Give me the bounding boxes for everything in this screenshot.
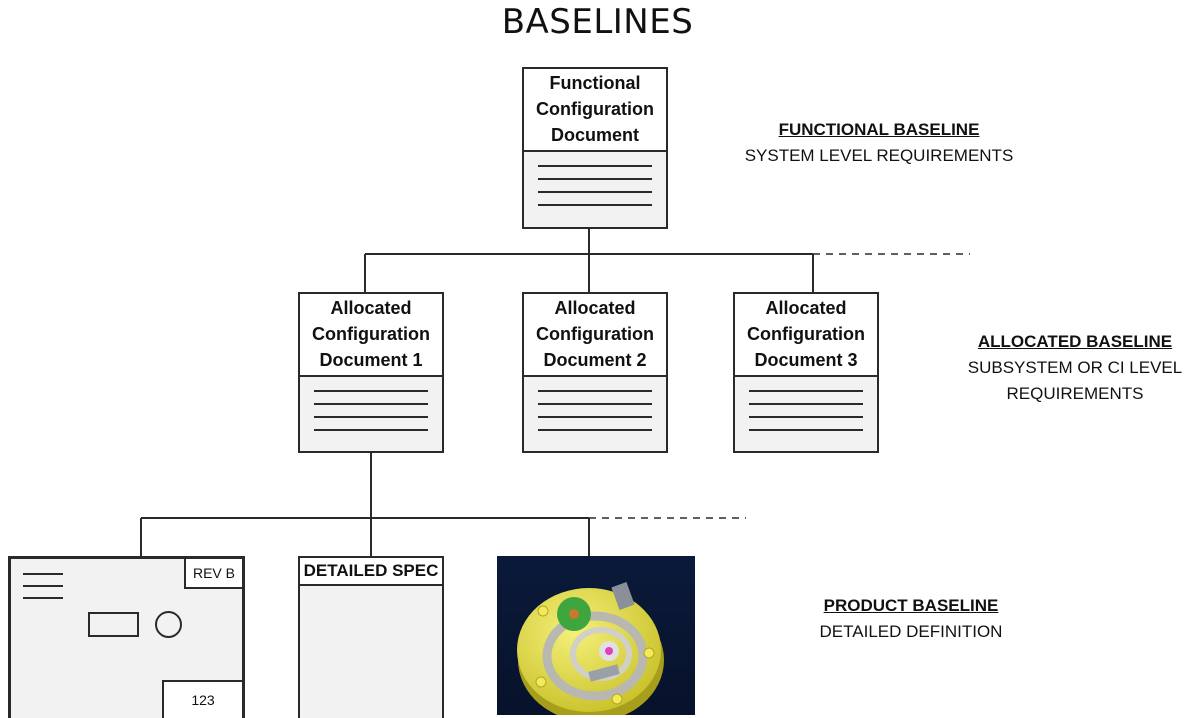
doc-lines [300,377,442,454]
cad-model-image [497,556,695,715]
spec-lines [300,586,442,716]
doc-lines [524,152,666,230]
product-baseline-subtitle: DETAILED DEFINITION [819,622,1003,641]
product-baseline-heading: PRODUCT BASELINE [823,596,999,615]
detailed-spec-document: DETAILED SPEC [298,556,444,718]
revision-block: REV B [184,559,242,589]
circle-feature [155,611,182,638]
allocated-config-document-3: Allocated Configuration Document 3 [733,292,879,453]
functional-baseline-label: FUNCTIONAL BASELINE SYSTEM LEVEL REQUIRE… [720,117,1038,169]
drawing-number-block: 123 [162,680,242,718]
doc-title: Allocated Configuration Document 3 [735,294,877,377]
rectangle-feature [88,612,139,637]
allocated-baseline-heading: ALLOCATED BASELINE [977,332,1173,351]
doc-title: Allocated Configuration Document 2 [524,294,666,377]
allocated-config-document-1: Allocated Configuration Document 1 [298,292,444,453]
doc-lines [735,377,877,454]
allocated-config-document-2: Allocated Configuration Document 2 [522,292,668,453]
doc-title: Allocated Configuration Document 1 [300,294,442,377]
doc-title: Functional Configuration Document [524,69,666,152]
functional-baseline-heading: FUNCTIONAL BASELINE [778,120,980,139]
product-baseline-label: PRODUCT BASELINE DETAILED DEFINITION [770,593,1052,645]
spec-title: DETAILED SPEC [300,558,442,586]
cad-model-render [497,556,695,715]
functional-config-document: Functional Configuration Document [522,67,668,229]
engineering-drawing: REV B 123 [8,556,245,718]
functional-baseline-subtitle: SYSTEM LEVEL REQUIREMENTS [744,146,1014,165]
allocated-baseline-subtitle: SUBSYSTEM OR CI LEVEL REQUIREMENTS [967,358,1183,403]
allocated-baseline-label: ALLOCATED BASELINE SUBSYSTEM OR CI LEVEL… [950,329,1195,407]
doc-lines [524,377,666,454]
page-title: BASELINES [501,2,694,42]
